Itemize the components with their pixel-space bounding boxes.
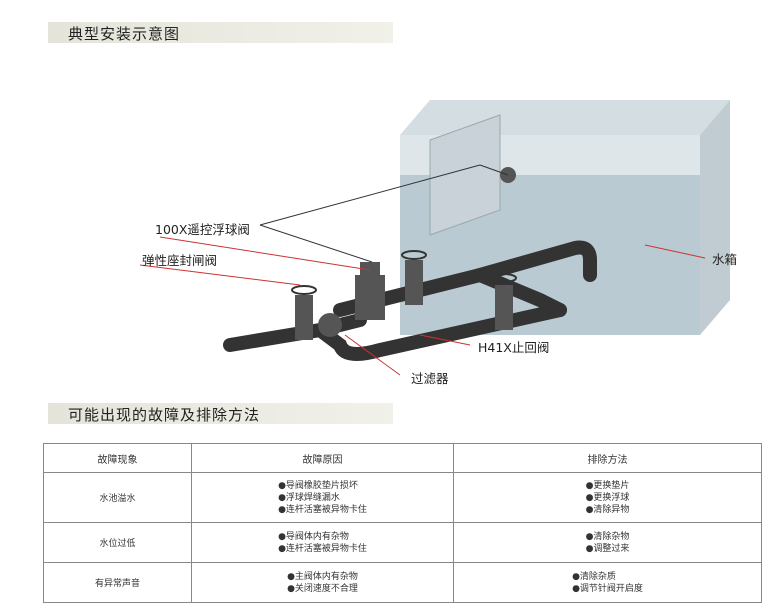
table-row: 水位过低 ●导阀体内有杂物●连杆活塞被异物卡住 ●清除杂物●调整过来 [43,522,762,563]
cause-item: ●关闭速度不合理 [287,583,358,594]
label-tank: 水箱 [712,252,738,267]
cause-item: ●浮球焊缝漏水 [278,492,340,503]
valves [291,250,517,340]
label-gate-valve: 弹性座封闸阀 [142,253,218,268]
cause-item: ●连杆活塞被异物卡住 [278,543,367,554]
cause-item: ●连杆活塞被异物卡住 [278,504,367,515]
symptom-cell: 有异常声音 [43,562,192,603]
cause-item: ●导阀橡胶垫片损坏 [278,480,358,491]
fix-item: ●调整过来 [585,543,630,554]
fix-item: ●调节针阀开启度 [572,583,643,594]
header-symptom: 故障现象 [43,443,192,473]
label-check-valve: H41X止回阀 [478,340,550,355]
table-header-row: 故障现象 故障原因 排除方法 [43,443,762,473]
section-title: 典型安装示意图 [68,25,181,43]
label-filter: 过滤器 [411,371,449,386]
water-tank [400,100,730,335]
cause-item: ●导阀体内有杂物 [278,531,349,542]
label-float-valve: 100X遥控浮球阀 [155,222,250,237]
fault-table: 故障现象 故障原因 排除方法 水池溢水 ●导阀橡胶垫片损坏●浮球焊缝漏水●连杆活… [43,443,762,603]
section-header-installation: 典型安装示意图 [48,22,393,43]
fix-item: ●清除杂质 [572,571,616,582]
fix-item: ●更换垫片 [585,480,630,491]
leader-lines [139,236,706,376]
fix-item: ●清除异物 [585,504,630,515]
table-row: 有异常声音 ●主阀体内有杂物●关闭速度不合理 ●清除杂质●调节针阀开启度 [43,562,762,603]
table-row: 水池溢水 ●导阀橡胶垫片损坏●浮球焊缝漏水●连杆活塞被异物卡住 ●更换垫片●更换… [43,472,762,523]
fix-item: ●更换浮球 [585,492,630,503]
symptom-cell: 水位过低 [43,522,192,563]
symptom-cell: 水池溢水 [43,472,192,523]
header-fix: 排除方法 [453,443,762,473]
header-cause: 故障原因 [191,443,454,473]
cause-item: ●主阀体内有杂物 [287,571,358,582]
installation-diagram [139,100,730,376]
fix-item: ●清除杂物 [585,531,630,542]
section-title: 可能出现的故障及排除方法 [68,406,261,424]
section-header-faults: 可能出现的故障及排除方法 [48,403,393,424]
